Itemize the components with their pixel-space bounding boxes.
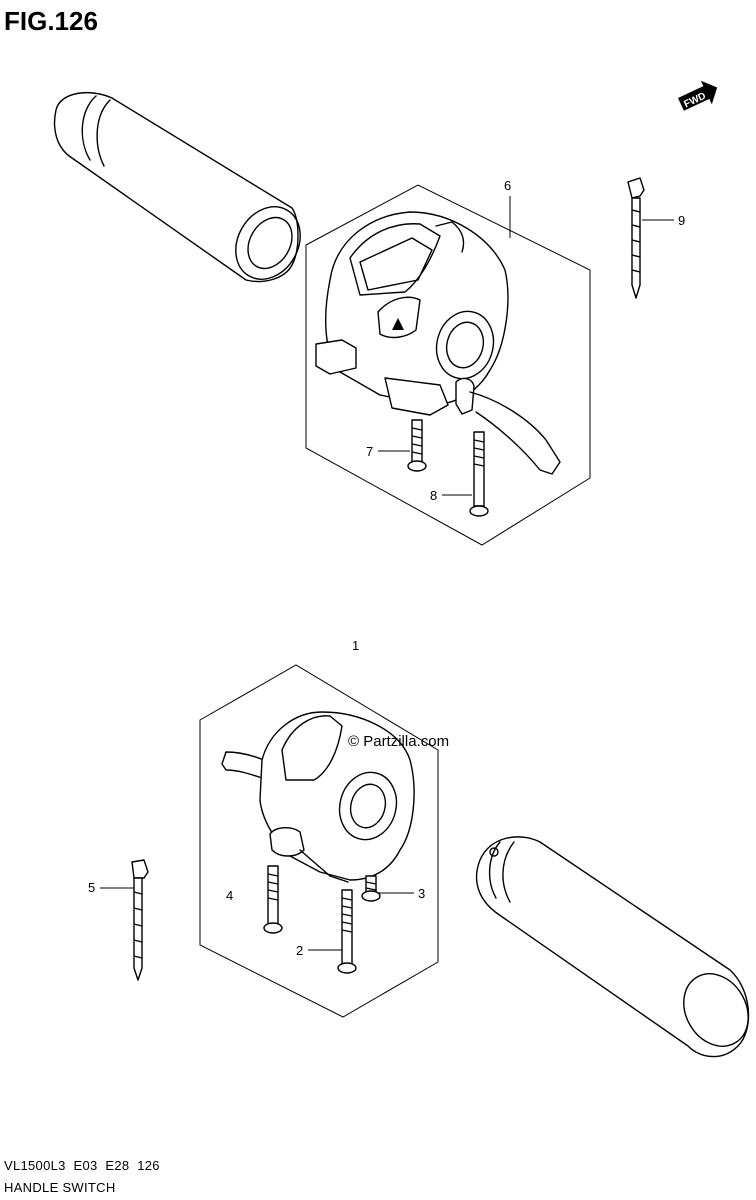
fwd-arrow-icon: FWD [678, 80, 718, 111]
screw-3 [361, 875, 381, 902]
fwd-label: FWD [682, 91, 707, 111]
callout-4: 4 [226, 888, 233, 903]
footer-name: HANDLE SWITCH [4, 1180, 116, 1195]
left-handle-switch-housing [315, 211, 561, 475]
left-handlebar-grip [53, 91, 301, 283]
right-handlebar-grip [475, 836, 750, 1058]
screw-8 [469, 431, 489, 517]
callout-2: 2 [296, 943, 303, 958]
screw-4 [263, 865, 283, 934]
footer-code: VL1500L3 E03 E28 126 [4, 1158, 160, 1173]
callout-6: 6 [504, 178, 511, 193]
callout-9: 9 [678, 213, 685, 228]
cable-tie-5 [131, 859, 149, 981]
callout-7: 7 [366, 444, 373, 459]
screw-7 [407, 419, 427, 472]
callout-8: 8 [430, 488, 437, 503]
cable-tie-9 [627, 177, 645, 299]
figure-title: FIG.126 [4, 6, 98, 36]
watermark: © Partzilla.com [348, 733, 449, 750]
screw-2 [337, 889, 357, 974]
callout-3: 3 [418, 886, 425, 901]
callout-5: 5 [88, 880, 95, 895]
assembly-frame-top [305, 184, 591, 546]
assembly-frame-bottom [199, 664, 439, 1018]
right-handle-switch-housing [221, 711, 415, 883]
callout-1: 1 [352, 638, 359, 653]
